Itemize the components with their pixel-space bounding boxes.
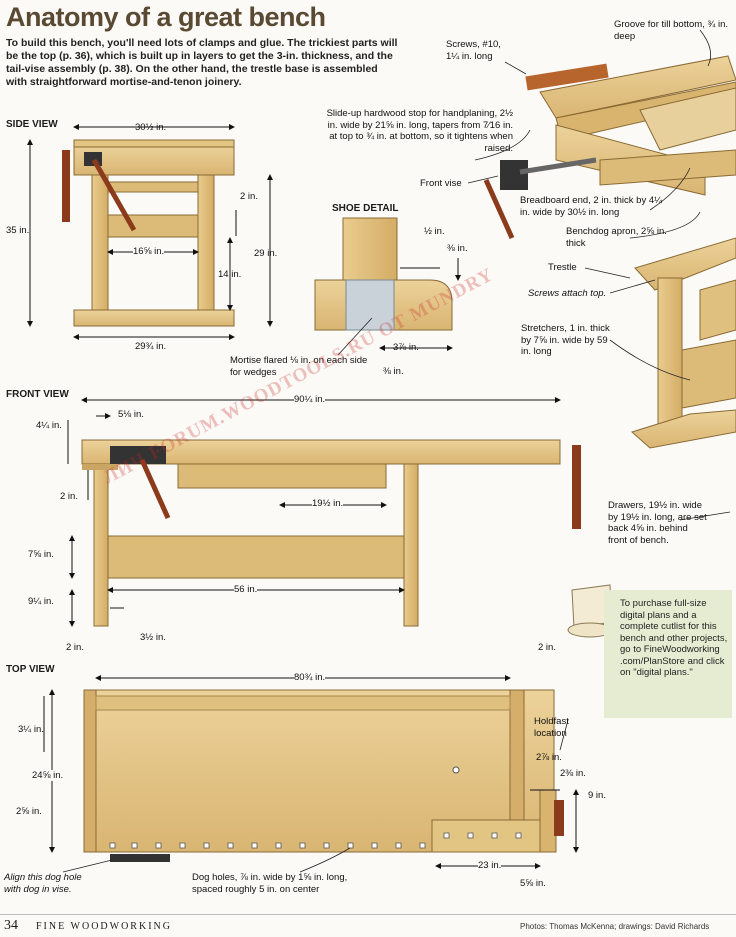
dim-top-2-7: 2⅞ in.	[536, 752, 562, 763]
top-view-heading: TOP VIEW	[6, 664, 55, 675]
dim-side-29: 29 in.	[254, 248, 278, 259]
side-view-heading: SIDE VIEW	[6, 119, 58, 130]
apron-callout: Benchdog apron, 2⅝ in. thick	[566, 226, 667, 249]
intro-paragraph: To build this bench, you'll need lots of…	[6, 37, 398, 88]
groove-callout: Groove for till bottom, ¾ in. deep	[614, 19, 729, 42]
dim-front-4: 4¼ in.	[36, 420, 62, 431]
front-vise-callout: Front vise	[420, 178, 462, 189]
dim-front-56: 56 in.	[234, 584, 258, 595]
side-view-drawing	[27, 124, 273, 340]
dim-top-2-right: 2 in.	[538, 642, 556, 653]
dim-top-80: 80¾ in.	[294, 672, 326, 683]
digital-plans-text: To purchase full-size digital plans and …	[620, 598, 728, 678]
dim-side-height: 35 in.	[6, 225, 30, 236]
align-dog-note: Align this dog hole with dog in vise.	[4, 872, 82, 895]
dim-top-23: 23 in.	[478, 860, 502, 871]
dim-side-inner: 16⅝ in.	[133, 246, 165, 257]
dim-top-5-5: 5⅝ in.	[520, 878, 546, 889]
dim-shoe-3-7-8: 3⅞ in.	[393, 342, 419, 353]
trestle-callout: Trestle	[548, 262, 577, 273]
dim-top-24: 24⅝ in.	[32, 770, 64, 781]
dim-shoe-half: ½ in.	[424, 226, 445, 237]
screws-callout: Screws, #10, 1¼ in. long	[446, 39, 501, 62]
dim-front-9: 9¼ in.	[28, 596, 54, 607]
rolled-plans-icon	[567, 584, 613, 638]
drawers-callout: Drawers, 19½ in. wide by 19½ in. long, a…	[608, 500, 707, 546]
front-view-heading: FRONT VIEW	[6, 389, 69, 400]
dim-side-2in: 2 in.	[240, 191, 258, 202]
page-title: Anatomy of a great bench	[6, 2, 326, 32]
dog-holes-note: Dog holes, ⅞ in. wide by 1⅝ in. long, sp…	[192, 872, 348, 895]
footer-divider	[0, 914, 736, 915]
exploded-view-drawing	[483, 55, 736, 449]
dim-side-width: 30½ in.	[135, 122, 167, 133]
front-view-drawing	[67, 397, 581, 627]
dim-front-90: 90¼ in.	[294, 394, 326, 405]
dim-side-14: 14 in.	[218, 269, 242, 280]
digital-plans-box	[604, 590, 732, 718]
dog-hole-row	[109, 832, 522, 849]
dim-top-9: 9 in.	[588, 790, 606, 801]
holdfast-callout: Holdfast location	[534, 716, 569, 739]
dim-front-5: 5⅛ in.	[118, 409, 144, 420]
dim-front-19: 19½ in.	[312, 498, 344, 509]
dim-shoe-3-8a: ⅜ in.	[447, 243, 468, 254]
screws-attach-callout: Screws attach top.	[528, 288, 607, 299]
dim-front-2: 2 in.	[60, 491, 78, 502]
page-number: 34	[4, 918, 18, 933]
stop-callout: Slide-up hardwood stop for handplaning, …	[326, 108, 513, 154]
leader-lines	[62, 29, 731, 873]
mortise-note: Mortise flared ⅛ in. on each side for we…	[230, 355, 368, 378]
dim-top-2-5: 2⅝ in.	[16, 806, 42, 817]
breadboard-callout: Breadboard end, 2 in. thick by 4¼ in. wi…	[520, 195, 663, 218]
dim-top-3: 3¼ in.	[18, 724, 44, 735]
dim-front-3: 3½ in.	[140, 632, 166, 643]
stretchers-callout: Stretchers, 1 in. thick by 7⅝ in. wide b…	[521, 323, 610, 357]
dim-shoe-3-8b: ⅜ in.	[383, 366, 404, 377]
top-view-drawing	[43, 675, 579, 869]
photo-credits: Photos: Thomas McKenna; drawings: David …	[520, 922, 710, 931]
shoe-detail-heading: SHOE DETAIL	[332, 203, 399, 214]
dim-side-base: 29¾ in.	[135, 341, 167, 352]
dim-top-2-left: 2 in.	[66, 642, 84, 653]
dim-front-7: 7⅝ in.	[28, 549, 54, 560]
dim-top-2-3: 2⅜ in.	[560, 768, 586, 779]
shoe-detail-drawing	[314, 217, 461, 351]
publication-name: FINE WOODWORKING	[36, 921, 172, 932]
